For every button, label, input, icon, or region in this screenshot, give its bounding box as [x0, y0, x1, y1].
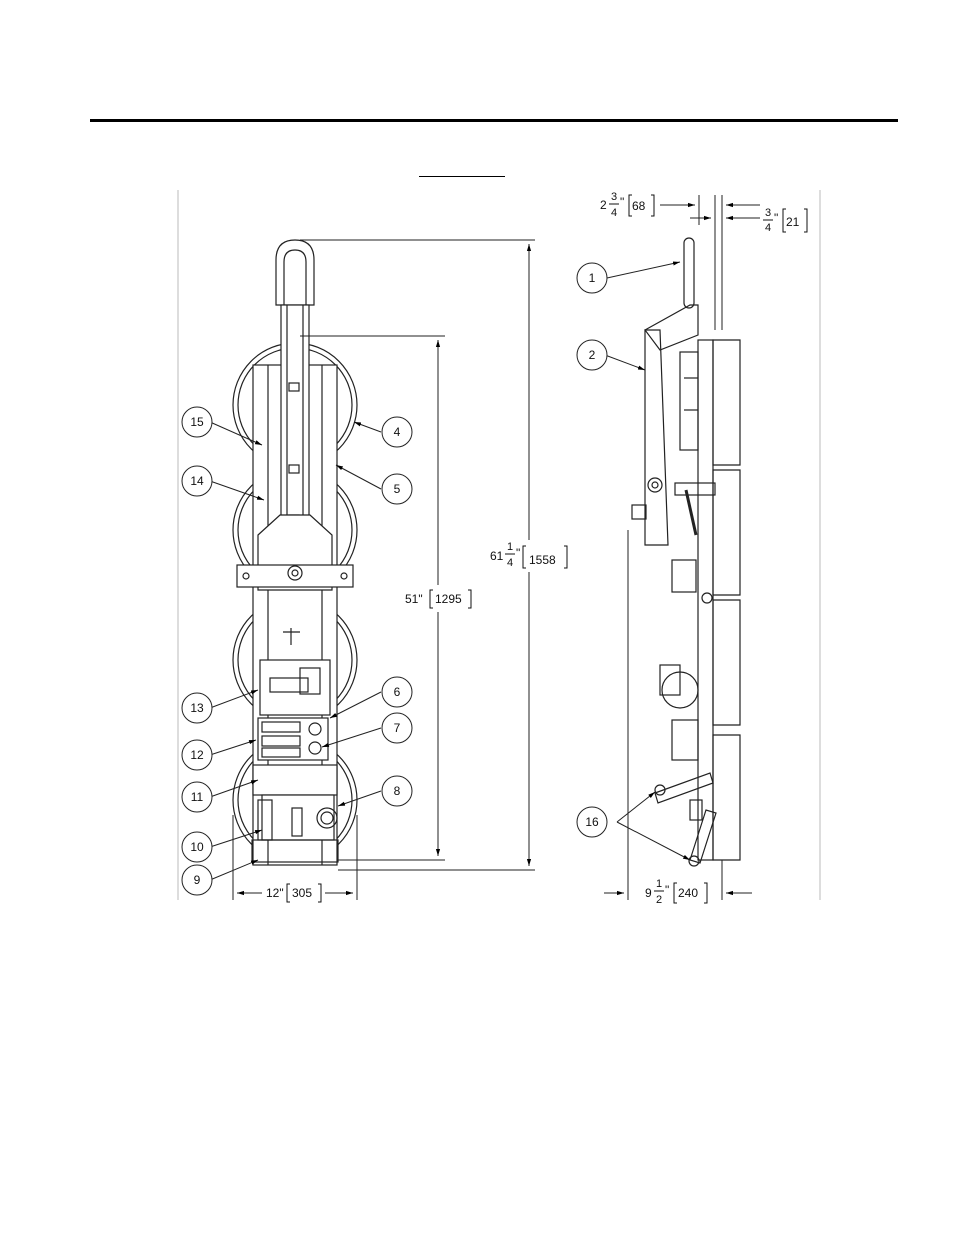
side-view [632, 238, 740, 866]
svg-text:61: 61 [490, 549, 504, 563]
balloon-12: 12 [182, 740, 212, 770]
svg-text:15: 15 [190, 415, 204, 429]
svg-text:1: 1 [507, 541, 513, 553]
svg-text:21: 21 [786, 215, 800, 229]
dim-width: 12" 305 [266, 884, 321, 902]
svg-text:1: 1 [589, 271, 596, 285]
dim-overall-height: 61 1 4 " 1558 [490, 541, 567, 569]
svg-text:51": 51" [405, 592, 423, 606]
svg-text:2: 2 [656, 894, 662, 906]
balloon-4: 4 [382, 417, 412, 447]
svg-text:6: 6 [394, 685, 401, 699]
svg-text:": " [516, 546, 520, 560]
dim-pad-height: 51" 1295 [405, 590, 471, 608]
side-pad-1 [713, 340, 740, 465]
svg-text:3: 3 [611, 191, 617, 203]
svg-text:8: 8 [394, 784, 401, 798]
svg-text:12": 12" [266, 886, 284, 900]
svg-text:4: 4 [394, 425, 401, 439]
balloon-10: 10 [182, 832, 212, 862]
balloon-5: 5 [382, 474, 412, 504]
release-lever-lower [690, 810, 716, 863]
side-lift-handle [684, 238, 694, 308]
balloon-14: 14 [182, 466, 212, 496]
svg-text:": " [774, 211, 778, 225]
side-pad-3 [713, 600, 740, 725]
balloon-6: 6 [382, 677, 412, 707]
dim-depth: 9 1 2 " 240 [645, 878, 707, 906]
release-lever-upper [655, 773, 713, 803]
svg-text:": " [665, 883, 669, 897]
side-pad-4 [713, 735, 740, 860]
dim-thickness: 3 4 " 21 [763, 207, 807, 234]
side-pad-2 [713, 470, 740, 595]
svg-text:4: 4 [507, 557, 513, 569]
svg-text:16: 16 [585, 815, 599, 829]
balloon-11: 11 [182, 782, 212, 812]
balloon-13: 13 [182, 693, 212, 723]
svg-text:10: 10 [190, 840, 204, 854]
svg-text:1295: 1295 [435, 592, 462, 606]
svg-text:2: 2 [600, 198, 607, 212]
svg-text:5: 5 [394, 482, 401, 496]
svg-text:9: 9 [194, 873, 201, 887]
svg-text:12: 12 [190, 748, 204, 762]
balloon-1: 1 [577, 263, 607, 293]
svg-text:4: 4 [765, 222, 771, 234]
balloon-15: 15 [182, 407, 212, 437]
svg-text:240: 240 [678, 886, 698, 900]
svg-text:9: 9 [645, 886, 652, 900]
svg-text:1558: 1558 [529, 553, 556, 567]
svg-text:11: 11 [191, 790, 204, 804]
balloon-8: 8 [382, 776, 412, 806]
svg-text:1: 1 [656, 878, 662, 890]
svg-text:14: 14 [190, 474, 204, 488]
svg-text:305: 305 [292, 886, 312, 900]
svg-text:2: 2 [589, 348, 596, 362]
dim-handle-offset: 2 3 4 " 68 [600, 191, 654, 219]
balloon-16: 16 [577, 807, 607, 837]
balloon-9: 9 [182, 865, 212, 895]
svg-text:": " [620, 195, 624, 209]
balloon-7: 7 [382, 713, 412, 743]
svg-text:4: 4 [611, 207, 617, 219]
svg-text:68: 68 [632, 199, 646, 213]
svg-text:7: 7 [394, 721, 401, 735]
front-view [233, 240, 357, 865]
svg-text:13: 13 [190, 701, 204, 715]
balloon-2: 2 [577, 340, 607, 370]
svg-text:3: 3 [765, 207, 771, 219]
